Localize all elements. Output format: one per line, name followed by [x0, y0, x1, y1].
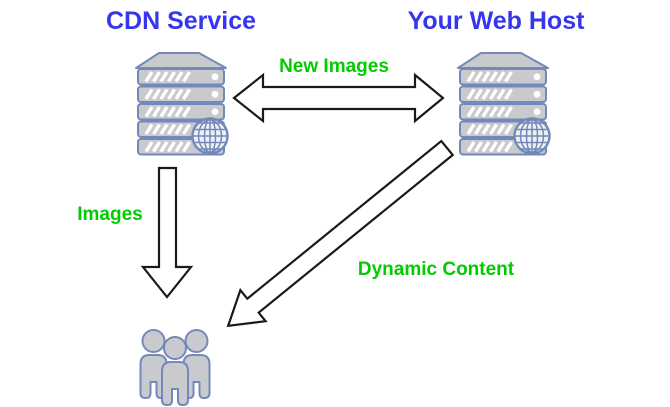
new-images-double-arrow: [232, 72, 445, 124]
dynamic-content-diagonal-arrow: [226, 139, 455, 328]
web-host-server-icon: [456, 49, 552, 162]
images-down-arrow: [140, 166, 194, 299]
new-images-label: New Images: [279, 56, 389, 77]
dynamic-content-label: Dynamic Content: [357, 259, 515, 280]
images-label: Images: [77, 204, 143, 225]
cdn-server-icon: [134, 49, 230, 162]
web-host-title: Your Web Host: [407, 7, 585, 35]
cdn-service-title: CDN Service: [105, 7, 257, 35]
users-group-icon: [133, 327, 215, 407]
